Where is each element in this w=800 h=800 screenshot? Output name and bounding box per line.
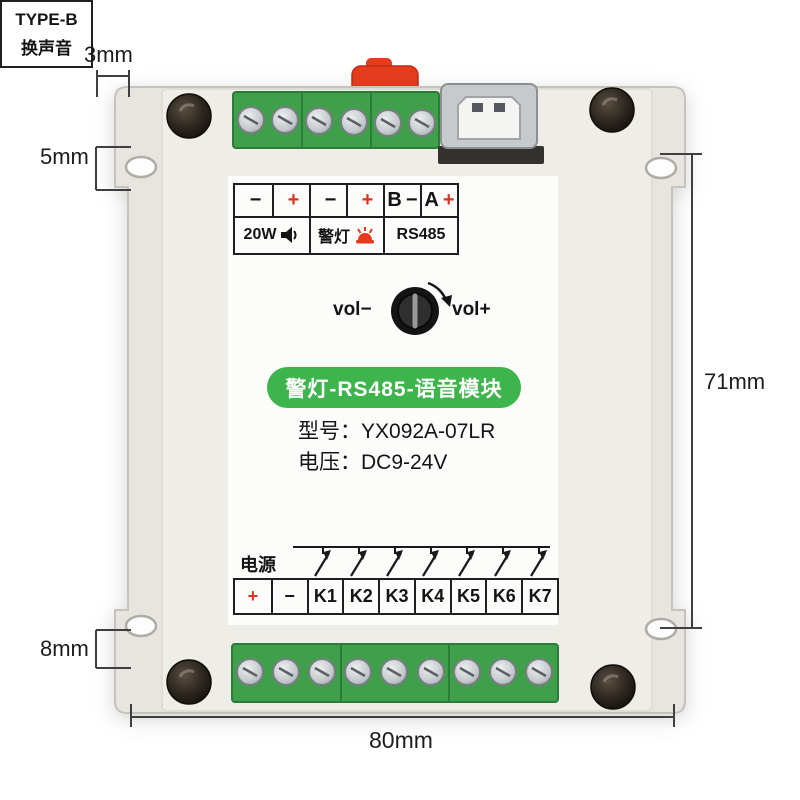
channel-row: + − K1 K2 K3 K4 K5 K6 K7	[233, 578, 559, 615]
channel-cell: K6	[485, 580, 521, 613]
speaker-output-cell: 20W	[235, 216, 309, 253]
top-terminal-block	[232, 91, 440, 149]
vol-plus-label: vol+	[452, 299, 491, 320]
rotation-arrow-icon	[427, 281, 452, 307]
bottom-terminal-block	[231, 643, 559, 703]
product-name-banner: 警灯-RS485-语音模块	[267, 367, 521, 408]
typeb-label: TYPE-B	[15, 9, 78, 29]
alarm-light-icon	[356, 226, 374, 243]
dimension-label-5mm: 5mm	[40, 144, 89, 169]
voice-change-label: 换声音	[21, 38, 72, 58]
alarm-light-cell: 警灯	[309, 216, 383, 253]
terminal-polarity-row: − + − + B− A+	[233, 183, 459, 218]
channel-cell: K7	[521, 580, 557, 613]
dimension-label-71mm: 71mm	[704, 369, 766, 394]
model-number: 型号：YX092A-07LR	[298, 420, 496, 443]
voltage-rating: 电压：DC9-24V	[298, 451, 448, 474]
switch-symbols	[293, 545, 550, 578]
terminal-label-cell: +	[272, 185, 309, 216]
channel-cell: K3	[378, 580, 414, 613]
usb-type-b-port	[438, 83, 544, 164]
terminal-label-cell: −	[309, 185, 346, 216]
channel-cell: +	[247, 586, 259, 606]
channel-cell: K5	[449, 580, 486, 613]
dimension-label-3mm: 3mm	[84, 42, 133, 67]
dimension-label-8mm: 8mm	[40, 636, 89, 661]
channel-cell: K2	[342, 580, 378, 613]
vol-minus-label: vol−	[333, 299, 372, 320]
volume-knob	[391, 287, 439, 335]
terminal-function-row: 20W 警灯 RS485	[233, 216, 459, 255]
speaker-watt-label: 20W	[243, 225, 277, 243]
spec-block: 型号：YX092A-07LR 电压：DC9-24V	[298, 416, 495, 478]
terminal-label-cell: +	[346, 185, 383, 216]
rs485-cell: RS485	[383, 216, 457, 253]
rs485-label: RS485	[396, 225, 446, 243]
alarm-label: 警灯	[317, 228, 350, 246]
dimension-label-80mm: 80mm	[369, 727, 433, 753]
dimension-lines	[95, 70, 702, 727]
speaker-icon	[281, 226, 297, 243]
channel-cell: K4	[413, 580, 450, 613]
typeb-callout: TYPE-B 换声音	[0, 0, 93, 68]
terminal-label-cell: B−	[383, 185, 420, 216]
channel-cell: −	[270, 580, 307, 613]
terminal-label-cell: A+	[420, 185, 457, 216]
power-label: 电源	[240, 555, 276, 575]
terminal-label-cell: −	[249, 189, 262, 211]
channel-cell: K1	[306, 580, 343, 613]
